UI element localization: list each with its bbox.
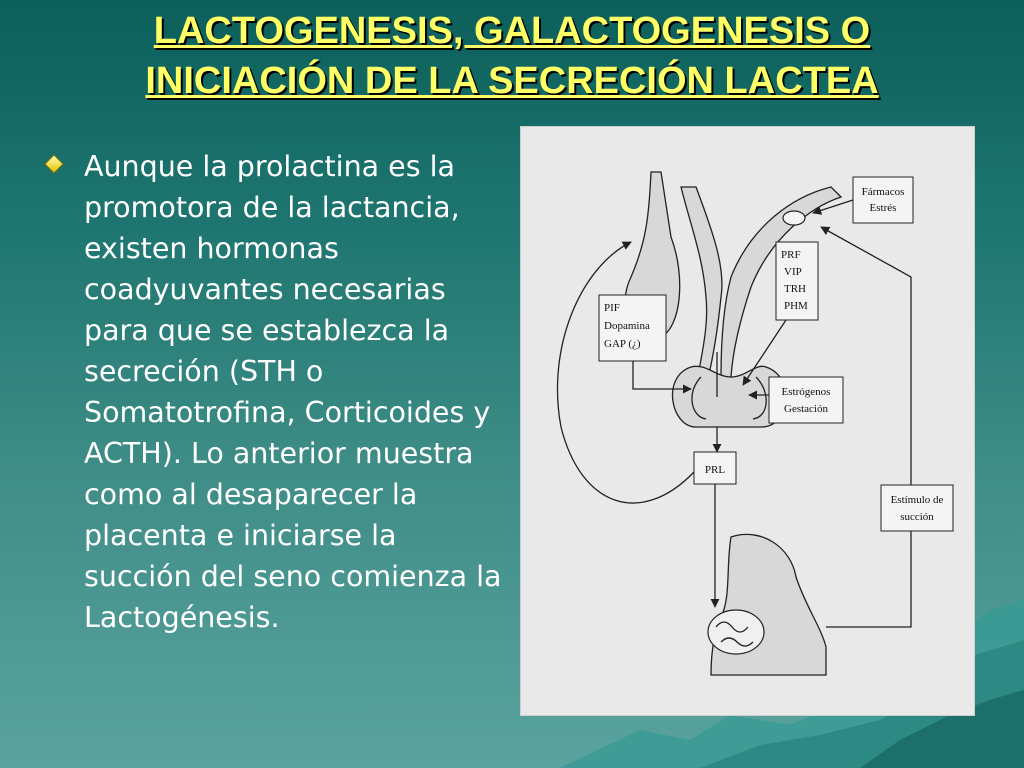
pif-label: PIF	[604, 302, 620, 314]
trh-label: TRH	[784, 283, 806, 295]
arrow-prf	[742, 319, 787, 386]
pif-box	[598, 294, 667, 362]
gestacion-label: Gestación	[784, 403, 828, 415]
estres-label: Estrés	[870, 202, 897, 214]
prl-box	[693, 451, 737, 485]
estimulo-box	[880, 484, 954, 532]
farmacos-box	[852, 176, 914, 224]
slide-title: LACTOGENESIS, GALACTOGENESIS O INICIACIÓ…	[0, 6, 1024, 106]
pituitary-inner-shape	[691, 376, 767, 420]
median-eminence-shape	[720, 186, 843, 378]
arrow-pif	[632, 361, 692, 394]
farmacos-label: Fármacos	[862, 186, 905, 198]
estimulo-label: Estímulo de	[891, 494, 944, 506]
arrow-breast-to-estimulo	[826, 531, 912, 628]
succion-label: succión	[900, 511, 934, 523]
dopamina-label: Dopamina	[604, 320, 650, 332]
vip-label: VIP	[784, 266, 802, 278]
prl-label: PRL	[705, 464, 725, 476]
hypothalamus-nucleus-shape	[782, 210, 806, 226]
arrow-feedback-loop	[556, 241, 695, 504]
mammary-lobules	[715, 621, 754, 647]
breast-shape	[710, 533, 827, 676]
arrow-succion-up	[820, 226, 912, 485]
title-line-1: LACTOGENESIS, GALACTOGENESIS O	[153, 10, 871, 52]
prf-label: PRF	[781, 249, 801, 261]
estrogenos-label: Estrógenos	[782, 386, 831, 398]
prf-box	[775, 241, 819, 321]
title-line-2: INICIACIÓN DE LA SECRECIÓN LACTEA	[145, 60, 879, 102]
estrogenos-box	[768, 376, 844, 424]
hormone-diagram: Fármacos Estrés PRF VIP TRH PHM PIF Dopa…	[521, 127, 974, 715]
arrow-farmacos	[812, 199, 854, 215]
bullet-text: Aunque la prolactina es la promotora de …	[84, 150, 502, 634]
gap-label: GAP (¿)	[604, 338, 641, 350]
phm-label: PHM	[784, 300, 808, 312]
diamond-bullet-icon	[44, 154, 64, 174]
diagram-svg: Fármacos Estrés PRF VIP TRH PHM PIF Dopa…	[556, 171, 954, 676]
mammary-gland-shape	[707, 609, 765, 655]
hypothalamus-center-shape	[680, 186, 723, 388]
